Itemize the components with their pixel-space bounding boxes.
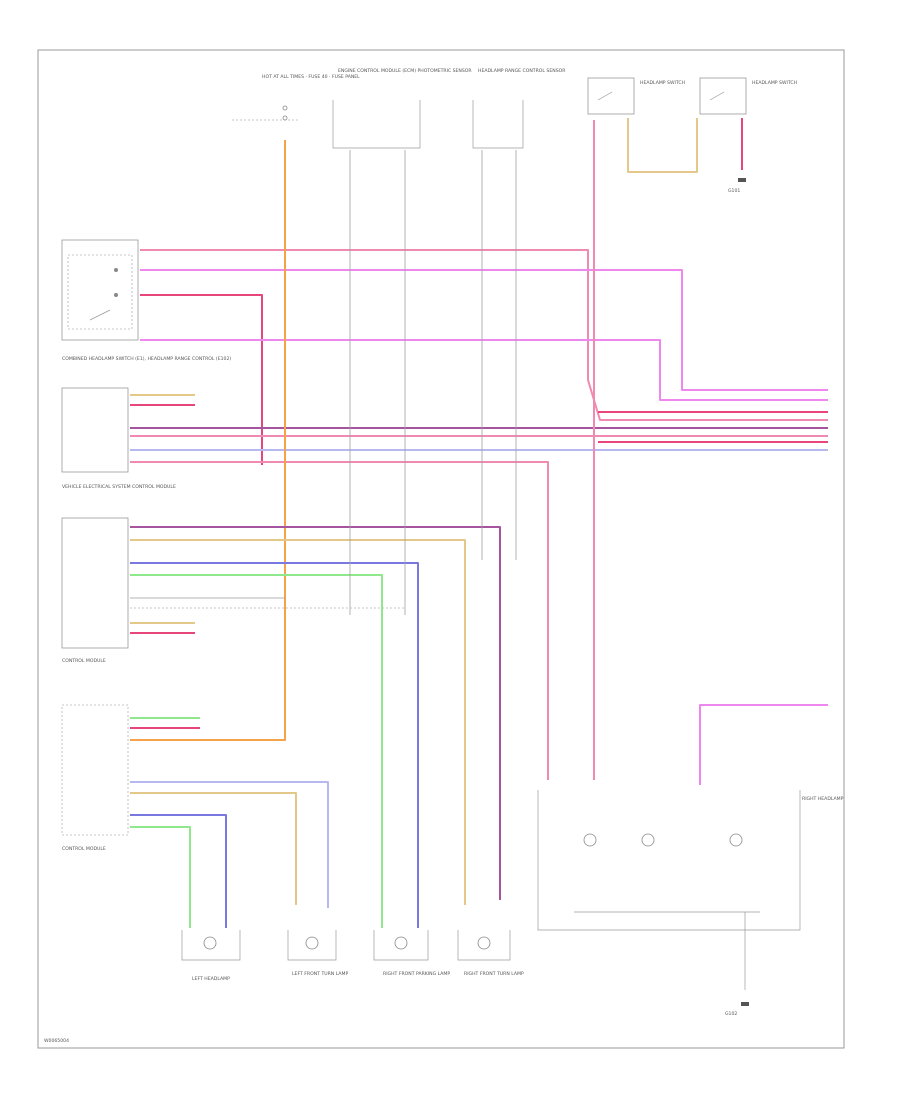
headlamp-switch-label: COMBINED HEADLAMP SWITCH (E1), HEADLAMP … — [62, 356, 231, 362]
lamp-2-label: LEFT FRONT TURN LAMP — [292, 971, 348, 977]
lamp-1-label: LEFT HEADLAMP — [192, 976, 230, 982]
bulb-icon — [203, 936, 217, 950]
right-lamp-assembly: RIGHT HEADLAMP — [537, 790, 844, 990]
wire-blue-to-left-headlamp — [130, 814, 227, 928]
lamp-3: RIGHT FRONT PARKING LAMP — [373, 930, 450, 977]
ground-bottom-label: G102 — [725, 1011, 737, 1017]
ground-top: G101 — [728, 178, 746, 194]
wire-deeppink-switch-3 — [140, 294, 263, 465]
wire-magenta-switch-2 — [140, 269, 828, 391]
wire-orange-fuse-feed — [130, 140, 286, 741]
bulb-icon — [729, 833, 743, 847]
bulb-icon — [305, 936, 319, 950]
control-module-1: VEHICLE ELECTRICAL SYSTEM CONTROL MODULE — [61, 387, 176, 490]
wire-green-to-left-headlamp — [130, 826, 191, 928]
bulb-icon — [394, 936, 408, 950]
wire-harness — [130, 118, 828, 928]
switch-2-label: HEADLAMP SWITCH — [752, 80, 797, 86]
module-top-mid-label: HEADLAMP RANGE CONTROL SENSOR — [478, 68, 566, 74]
signal-lines — [130, 150, 517, 615]
wire-purple-to-turn-lamp — [130, 526, 501, 900]
control-module-1-label: VEHICLE ELECTRICAL SYSTEM CONTROL MODULE — [62, 484, 176, 490]
wire-green-to-parking-lamp — [130, 574, 383, 928]
bulb-icon — [641, 833, 655, 847]
control-module-2-label: CONTROL MODULE — [62, 658, 106, 664]
module-top-left: ENGINE CONTROL MODULE (ECM) PHOTOMETRIC … — [332, 68, 472, 149]
module-top-mid: HEADLAMP RANGE CONTROL SENSOR — [472, 68, 566, 149]
wire-pink-to-right-lamps — [130, 461, 549, 780]
module-top-left-label: ENGINE CONTROL MODULE (ECM) PHOTOMETRIC … — [338, 68, 472, 74]
lamp-2: LEFT FRONT TURN LAMP — [287, 930, 348, 977]
wire-lavender-to-turn-lamp — [130, 781, 329, 908]
right-lamp-assembly-label: RIGHT HEADLAMP — [802, 796, 844, 802]
wire-magenta-switch-4 — [140, 339, 828, 401]
fuse-panel: HOT AT ALL TIMES · FUSE 40 · FUSE PANEL — [232, 74, 360, 121]
wire-pink-switch-top — [140, 249, 828, 421]
lamp-4: RIGHT FRONT TURN LAMP — [457, 930, 524, 977]
bulb-icon — [477, 936, 491, 950]
control-module-2: CONTROL MODULE — [61, 517, 129, 664]
lamp-4-label: RIGHT FRONT TURN LAMP — [464, 971, 524, 977]
control-module-3: CONTROL MODULE — [61, 704, 129, 852]
wire-tan-to-left-turn — [130, 792, 297, 905]
wire-magenta-right-lamp — [699, 704, 828, 785]
wire-tan-switch-link — [627, 118, 698, 173]
wire-tan-to-turn-lamp — [130, 539, 466, 905]
wire-blue-to-parking-lamp — [130, 562, 419, 928]
switch-1-label: HEADLAMP SWITCH — [640, 80, 685, 86]
switch-1: HEADLAMP SWITCH — [587, 77, 685, 115]
ground-icon — [738, 178, 746, 182]
ground-icon — [741, 1002, 749, 1006]
ground-bottom: G102 — [725, 1002, 749, 1017]
lamp-3-label: RIGHT FRONT PARKING LAMP — [383, 971, 450, 977]
figure-id: W0065004 — [44, 1038, 69, 1044]
diagram-frame — [37, 49, 845, 1049]
switch-2: HEADLAMP SWITCH — [699, 77, 797, 115]
ground-top-label: G101 — [728, 188, 740, 194]
fuse-panel-label: HOT AT ALL TIMES · FUSE 40 · FUSE PANEL — [262, 74, 360, 80]
lamp-1: LEFT HEADLAMP — [181, 930, 241, 982]
control-module-3-label: CONTROL MODULE — [62, 846, 106, 852]
bulb-icon — [583, 833, 597, 847]
headlamp-switch: COMBINED HEADLAMP SWITCH (E1), HEADLAMP … — [61, 239, 231, 362]
